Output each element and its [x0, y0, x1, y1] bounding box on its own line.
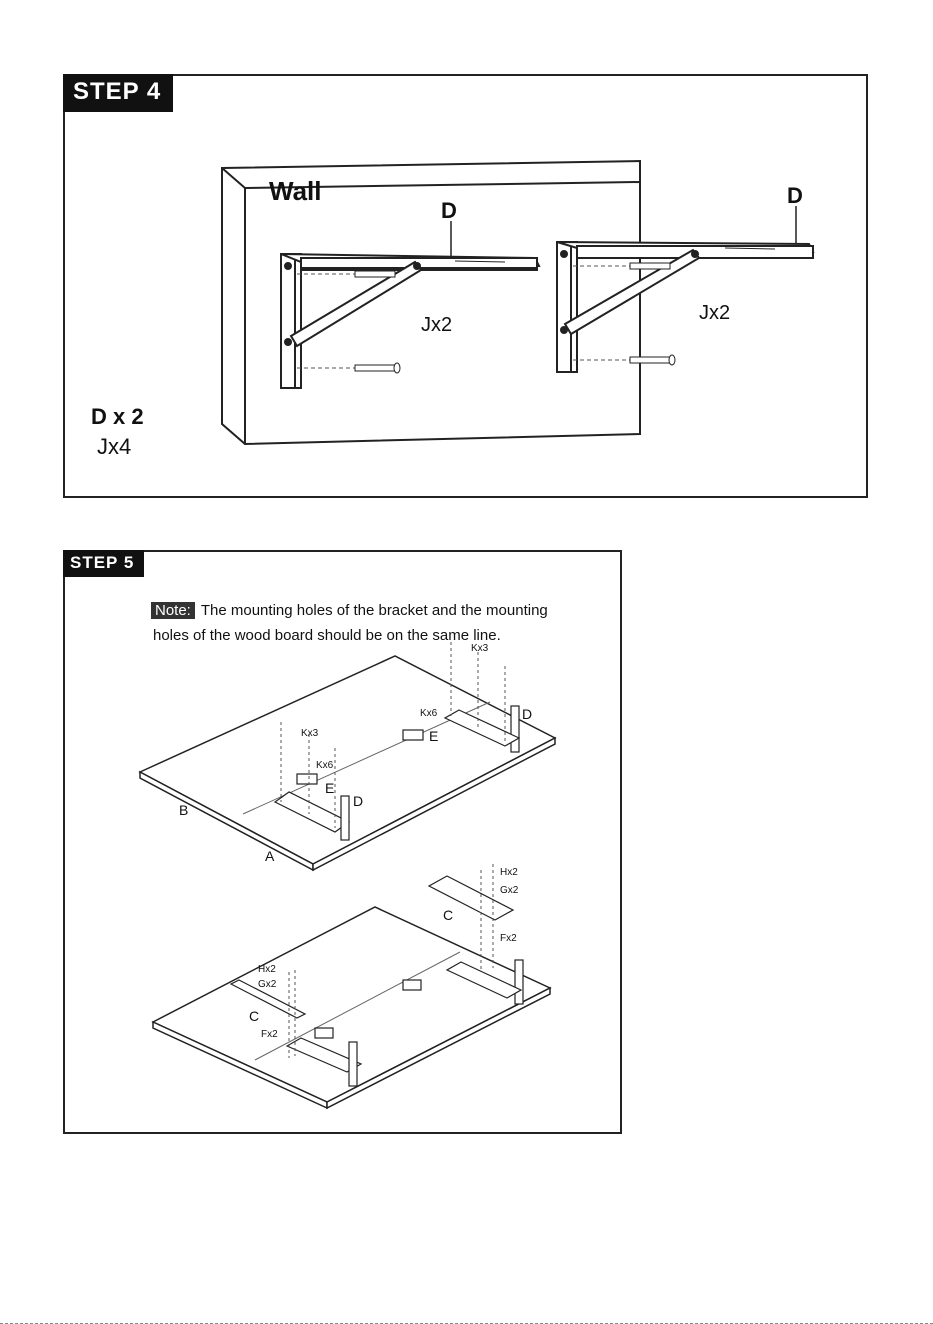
bracket-left-label: D [441, 198, 457, 224]
bracket-right-label: D [787, 183, 803, 209]
parts-j-count: Jx4 [97, 434, 131, 460]
label-gx2-left: Gx2 [258, 979, 276, 990]
label-board-a: A [265, 848, 274, 864]
label-c-left: C [249, 1008, 259, 1024]
label-fx2-right: Fx2 [500, 933, 517, 944]
screws-right-count: Jx2 [699, 302, 730, 325]
step-4-panel: STEP 4 [63, 74, 868, 498]
label-kx3-left: Kx3 [301, 728, 318, 739]
wall-label: Wall [269, 176, 321, 207]
label-e-right: E [429, 728, 438, 744]
label-fx2-left: Fx2 [261, 1029, 278, 1040]
step-5-illustration [65, 552, 620, 1132]
label-kx3-right: Kx3 [471, 643, 488, 654]
parts-d-count: D x 2 [91, 404, 144, 430]
label-board-b: B [179, 802, 188, 818]
step-5-panel: STEP 5 Note:The mounting holes of the br… [63, 550, 622, 1134]
screws-left-count: Jx2 [421, 314, 452, 337]
label-e-left: E [325, 780, 334, 796]
label-hx2-left: Hx2 [258, 964, 276, 975]
label-hx2-right: Hx2 [500, 867, 518, 878]
label-d-right: D [522, 706, 532, 722]
label-kx6-right: Kx6 [420, 708, 437, 719]
label-c-right: C [443, 907, 453, 923]
label-d-left: D [353, 793, 363, 809]
step-4-illustration [65, 76, 866, 496]
label-gx2-right: Gx2 [500, 885, 518, 896]
label-kx6-left: Kx6 [316, 760, 333, 771]
